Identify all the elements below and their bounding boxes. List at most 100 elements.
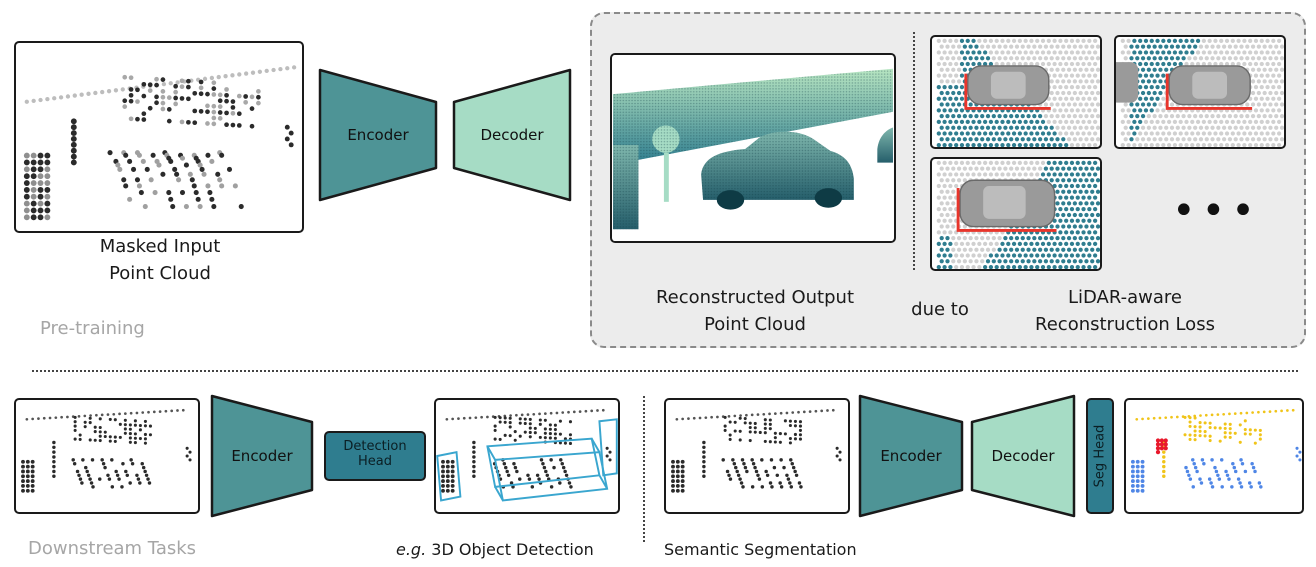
point [197,162,203,168]
point [760,485,765,489]
point [1248,61,1253,67]
point [1023,119,1028,125]
point [1032,114,1037,119]
point [1009,166,1014,171]
point [1223,435,1227,439]
point [1274,409,1278,413]
point [1253,131,1259,136]
point [945,236,950,241]
point [148,424,152,428]
point [538,435,542,439]
point [1248,50,1253,55]
point [1038,259,1043,264]
point [98,417,102,421]
point [1029,61,1034,67]
point [1017,253,1022,258]
point [1198,434,1202,438]
point [1072,90,1077,96]
point [1213,61,1218,67]
point [991,236,996,241]
point [1032,259,1037,264]
point [980,44,985,49]
point [117,477,121,481]
point [1143,38,1149,43]
point [974,114,979,119]
point [83,420,87,424]
point [124,469,128,474]
point [1020,56,1025,61]
point [1253,96,1259,101]
point [762,412,766,416]
point [1130,488,1135,493]
point [951,79,956,84]
point [748,421,752,425]
point [1017,119,1022,125]
point [98,430,102,434]
point [1155,85,1160,90]
point [1081,183,1086,189]
point [564,473,569,478]
point [936,61,941,67]
point [1066,67,1072,72]
point [991,137,996,142]
point [558,432,562,436]
point [1140,79,1146,84]
point [702,450,706,454]
point [1075,61,1080,67]
point [1262,137,1267,142]
point [224,122,229,128]
point [1014,259,1020,264]
point [738,416,742,420]
point [1258,433,1262,437]
point [30,474,35,479]
point [1185,469,1190,474]
point [1011,50,1017,55]
detection-caption-text: 3D Object Detection [431,540,594,559]
point [768,427,772,431]
point [147,105,153,111]
point [1277,50,1282,55]
point [160,94,166,100]
point [733,414,737,418]
point [1213,119,1218,125]
loss-thumbnail-3 [930,157,1102,271]
point [123,152,129,158]
point [1224,119,1230,125]
point [936,142,941,147]
point [1138,50,1143,55]
point [1055,259,1060,264]
point [1239,458,1243,462]
point [472,455,476,459]
point [948,142,953,147]
point [1017,38,1022,43]
point [951,189,956,194]
point [1126,38,1131,43]
point [201,171,207,177]
point [30,207,37,214]
point [1149,61,1154,67]
point [1014,236,1020,241]
point [1029,264,1034,269]
point [977,119,982,125]
point [1084,166,1089,171]
point [788,481,792,485]
point [968,259,973,264]
point [555,411,559,415]
point [133,436,137,440]
point [1201,131,1206,136]
point [977,253,982,258]
point [965,119,970,125]
point [1061,125,1066,130]
point [44,193,51,200]
point [1274,79,1279,84]
point [768,412,771,416]
point [1178,61,1183,67]
point [1216,114,1221,119]
point [543,412,547,415]
point [89,481,94,485]
point [980,125,985,130]
point [1072,56,1077,61]
point [136,477,141,481]
point [1268,137,1273,142]
point [968,166,973,171]
